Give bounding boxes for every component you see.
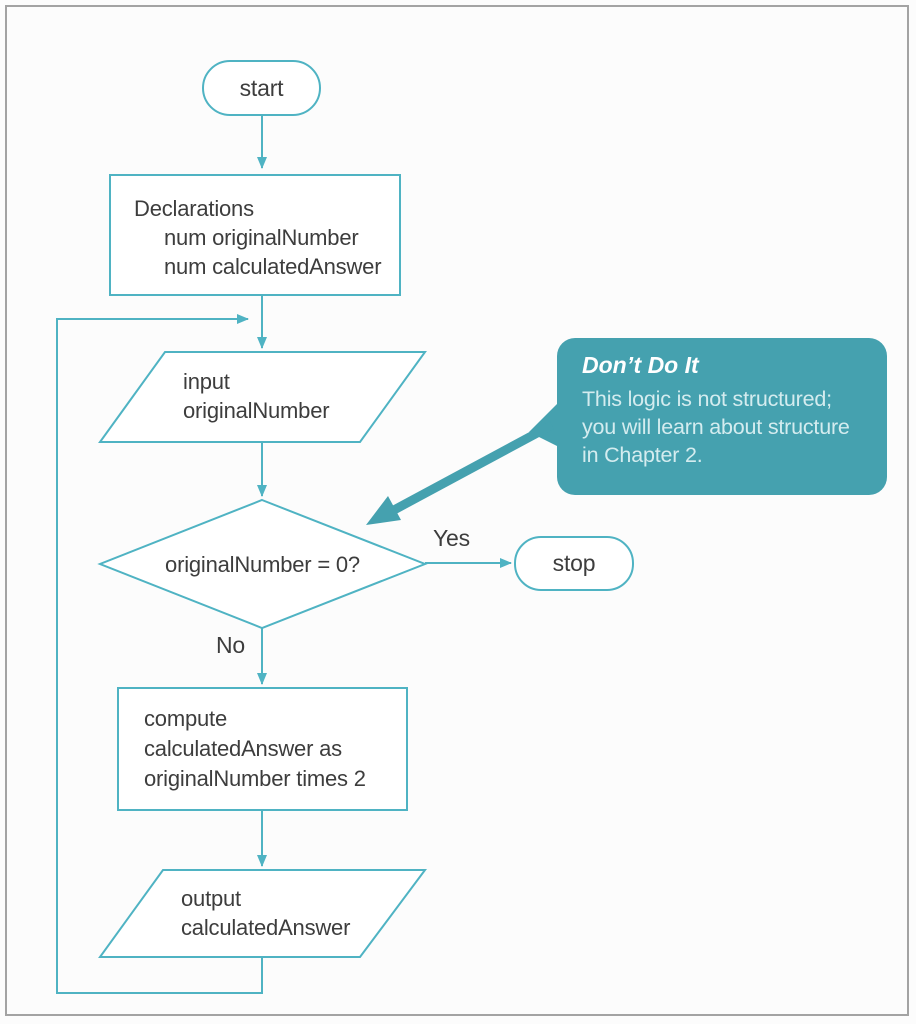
callout-text: Don’t Do It This logic is not structured…: [582, 352, 882, 469]
compute-text: compute calculatedAnswer as originalNumb…: [144, 704, 366, 794]
decision-label: originalNumber = 0?: [165, 551, 360, 577]
compute-line-3: originalNumber times 2: [144, 766, 366, 791]
output-text: output calculatedAnswer: [181, 884, 350, 942]
compute-rect-shape: [117, 687, 408, 811]
input-line-1: input: [183, 369, 230, 394]
edge-loopback: [56, 314, 263, 994]
decision-diamond-shape: [97, 498, 428, 630]
input-text: input originalNumber: [183, 367, 330, 425]
callout-title: Don’t Do It: [582, 352, 699, 378]
output-line-2: calculatedAnswer: [181, 915, 351, 940]
stop-label: stop: [552, 550, 596, 576]
yes-edge-label: Yes: [433, 525, 470, 551]
output-line-1: output: [181, 886, 241, 911]
declarations-rect-shape: [109, 174, 401, 296]
callout-arrow-icon: [366, 496, 401, 525]
stop-terminal-shape: [514, 536, 634, 591]
callout-arrow-line: [391, 421, 555, 514]
output-parallelogram-shape: [98, 869, 427, 958]
declarations-text: Declarations num originalNumber num calc…: [134, 194, 382, 281]
callout-body: This logic is not structured; you will l…: [582, 385, 882, 469]
callout-bubble: [557, 338, 887, 495]
callout-body-line-2: you will learn about structure: [582, 415, 850, 439]
declarations-line-2: num originalNumber: [164, 225, 359, 250]
compute-line-2: calculatedAnswer as: [144, 736, 342, 761]
declarations-line-3: num calculatedAnswer: [164, 254, 382, 279]
no-edge-label: No: [216, 632, 246, 658]
callout-body-line-3: in Chapter 2.: [582, 443, 703, 467]
input-parallelogram-shape: [98, 351, 427, 443]
callout-body-line-1: This logic is not structured;: [582, 387, 832, 411]
compute-line-1: compute: [144, 706, 227, 731]
start-label: start: [239, 74, 284, 101]
start-terminal-shape: [202, 60, 321, 116]
declarations-line-1: Declarations: [134, 196, 254, 221]
input-line-2: originalNumber: [183, 398, 330, 423]
